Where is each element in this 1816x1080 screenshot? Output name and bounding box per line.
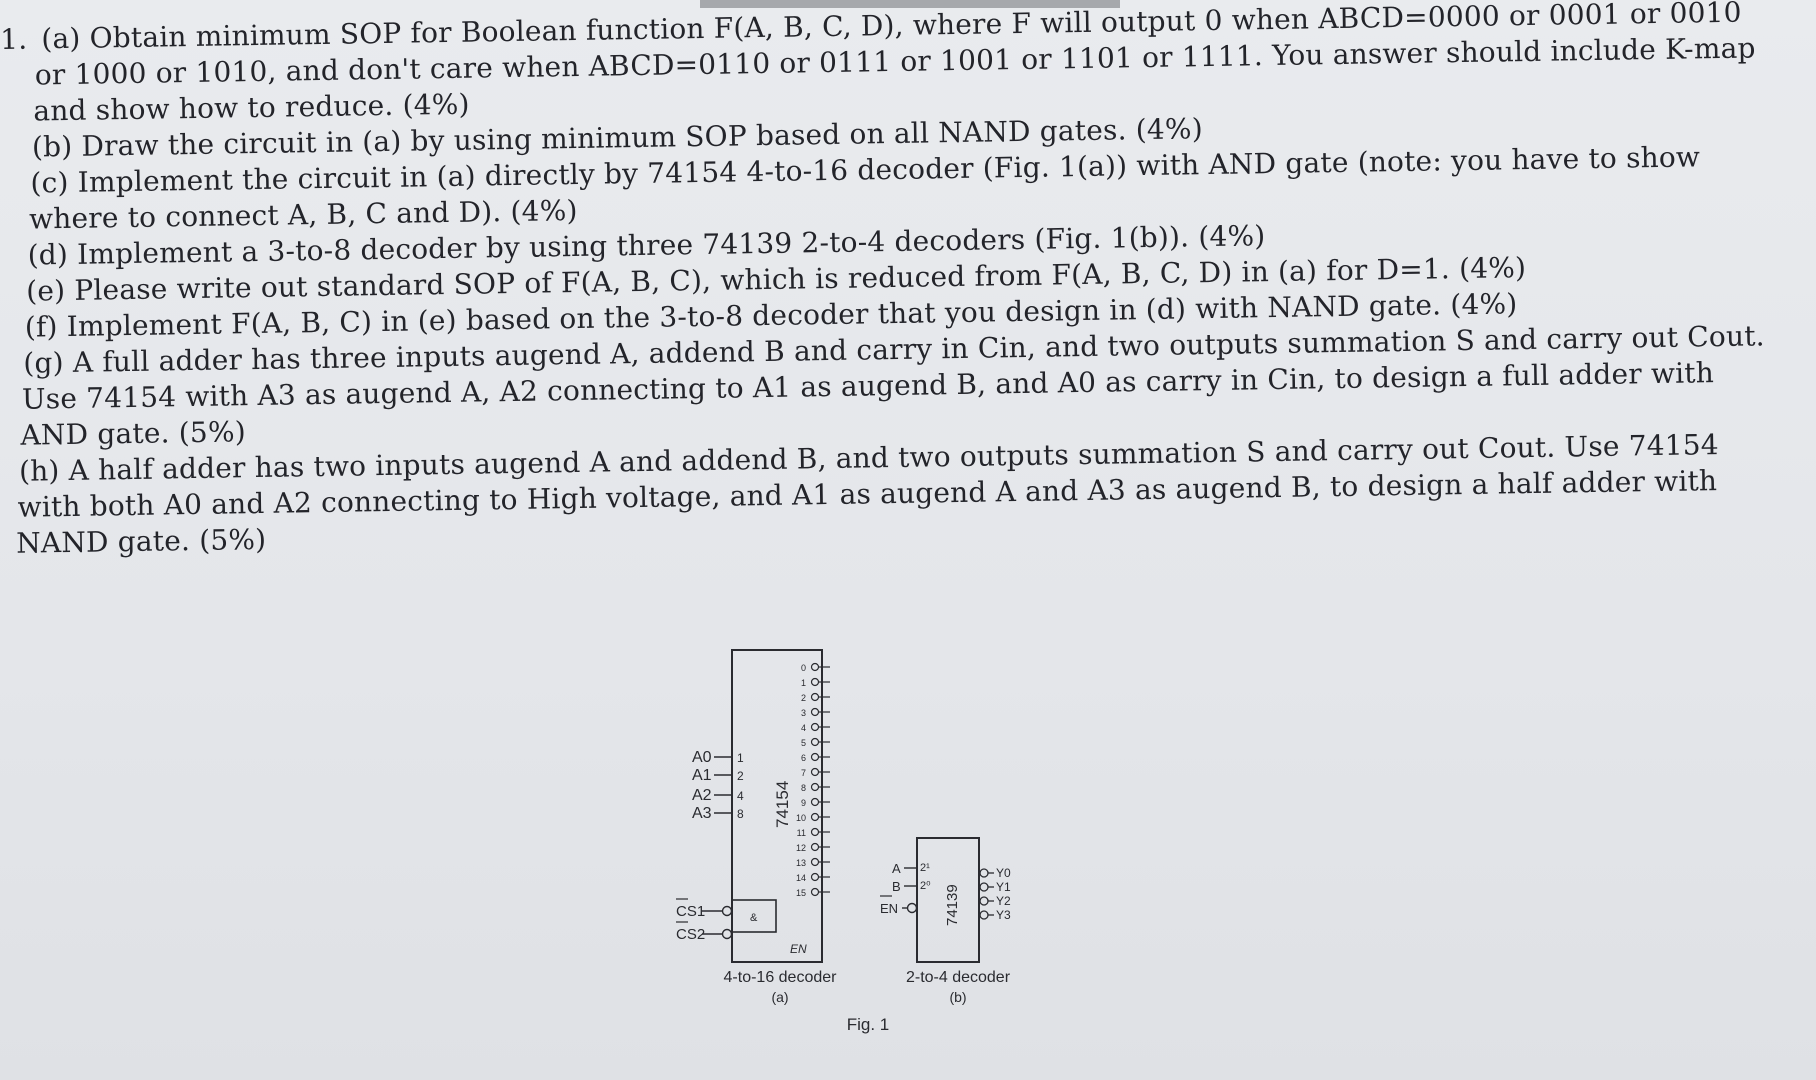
output-label-7: 7 (801, 768, 806, 778)
decoder-74139-en-label: EN (880, 901, 898, 916)
input-a0: A0 (692, 749, 712, 766)
y0-bubble (979, 868, 989, 878)
decoder-74154-outputs: 0 1 2 3 4 5 6 7 8 9 10 11 12 13 14 15 (796, 663, 806, 898)
enable-cs2: CS2 (676, 926, 705, 943)
decoder-74139-weight-0: 2⁰ (920, 880, 931, 892)
cs1-bubble (721, 905, 733, 917)
output-pin-bubble-14 (810, 872, 820, 882)
output-pin-bubble-8 (810, 782, 820, 792)
output-label-4: 4 (801, 723, 806, 733)
decoder-74154-inputs: A0 A1 A2 A3 1 2 4 8 (692, 749, 744, 822)
output-label-5: 5 (801, 738, 806, 748)
output-pin-bubble-13 (810, 857, 820, 867)
y3-bubble (979, 910, 989, 920)
output-pin-bubble-10 (810, 812, 820, 822)
output-pin-bubble-1 (810, 677, 820, 687)
output-y1: Y1 (996, 880, 1011, 894)
output-pin-bubble-5 (810, 737, 820, 747)
top-cutoff-strip (700, 0, 1120, 8)
decoder-74139-input-b: B (892, 879, 901, 894)
weight-2: 2 (737, 769, 744, 783)
output-label-2: 2 (801, 693, 806, 703)
decoder-74154-caption: 4-to-16 decoder (724, 969, 838, 986)
weight-8: 8 (737, 807, 744, 821)
decoder-74154-enables: CS1 CS2 (676, 898, 733, 943)
output-y0: Y0 (996, 866, 1011, 880)
decoder-74139-en-bubble (906, 902, 918, 914)
decoder-74139-weight-1: 2¹ (920, 862, 930, 874)
weight-1: 1 (737, 751, 744, 765)
y2-bubble (979, 896, 989, 906)
output-pin-bubble-7 (810, 767, 820, 777)
decoder-74139-outputs: Y0 Y1 Y2 Y3 (979, 866, 1011, 922)
output-label-8: 8 (801, 783, 806, 793)
output-label-10: 10 (796, 813, 806, 823)
output-label-1: 1 (801, 678, 806, 688)
output-pin-bubble-2 (810, 692, 820, 702)
output-pin-bubble-11 (810, 827, 820, 837)
decoder-74154-output-pins (810, 662, 830, 897)
output-label-14: 14 (796, 873, 806, 883)
decoder-74154-chip-label: 74154 (773, 781, 792, 828)
input-a2: A2 (692, 787, 712, 804)
output-label-11: 11 (797, 828, 806, 838)
output-label-12: 12 (796, 843, 806, 853)
output-label-3: 3 (801, 708, 806, 718)
output-label-9: 9 (801, 798, 806, 808)
figure-1: & EN 74154 A0 A1 A2 A3 1 2 4 8 CS1 CS2 (676, 649, 1011, 1034)
weight-4: 4 (737, 789, 744, 803)
decoder-74154-enable-box (731, 899, 777, 933)
decoder-74139-body (916, 837, 980, 963)
figure-caption: Fig. 1 (847, 1015, 890, 1034)
and-symbol: & (750, 912, 758, 924)
cs2-bubble (721, 928, 733, 940)
output-label-0: 0 (801, 663, 806, 673)
decoder-74154-body (731, 649, 823, 963)
question-text: 1.(a) Obtain minimum SOP for Boolean fun… (0, 0, 1765, 560)
output-pin-bubble-9 (810, 797, 820, 807)
decoder-74139-chip-label: 74139 (944, 884, 961, 926)
output-label-6: 6 (801, 753, 806, 763)
output-label-15: 15 (796, 888, 806, 898)
output-pin-bubble-3 (810, 707, 820, 717)
output-pin-bubble-4 (810, 722, 820, 732)
enable-cs1: CS1 (676, 903, 705, 920)
output-pin-bubble-15 (810, 887, 820, 897)
decoder-74139-caption: 2-to-4 decoder (906, 969, 1011, 986)
decoder-74139-input-a: A (892, 861, 901, 876)
input-a3: A3 (692, 805, 712, 822)
output-pin-bubble-12 (810, 842, 820, 852)
output-pin-bubble-0 (810, 662, 820, 672)
output-y2: Y2 (996, 894, 1011, 908)
decoder-74139-subcaption: (b) (949, 989, 966, 1005)
decoder-74154-en-label: EN (790, 942, 807, 956)
output-y3: Y3 (996, 908, 1011, 922)
y1-bubble (979, 882, 989, 892)
output-pin-bubble-6 (810, 752, 820, 762)
decoder-74154-subcaption: (a) (771, 989, 788, 1005)
output-label-13: 13 (796, 858, 806, 868)
question-number: 1. (0, 22, 28, 56)
input-a1: A1 (692, 767, 712, 784)
